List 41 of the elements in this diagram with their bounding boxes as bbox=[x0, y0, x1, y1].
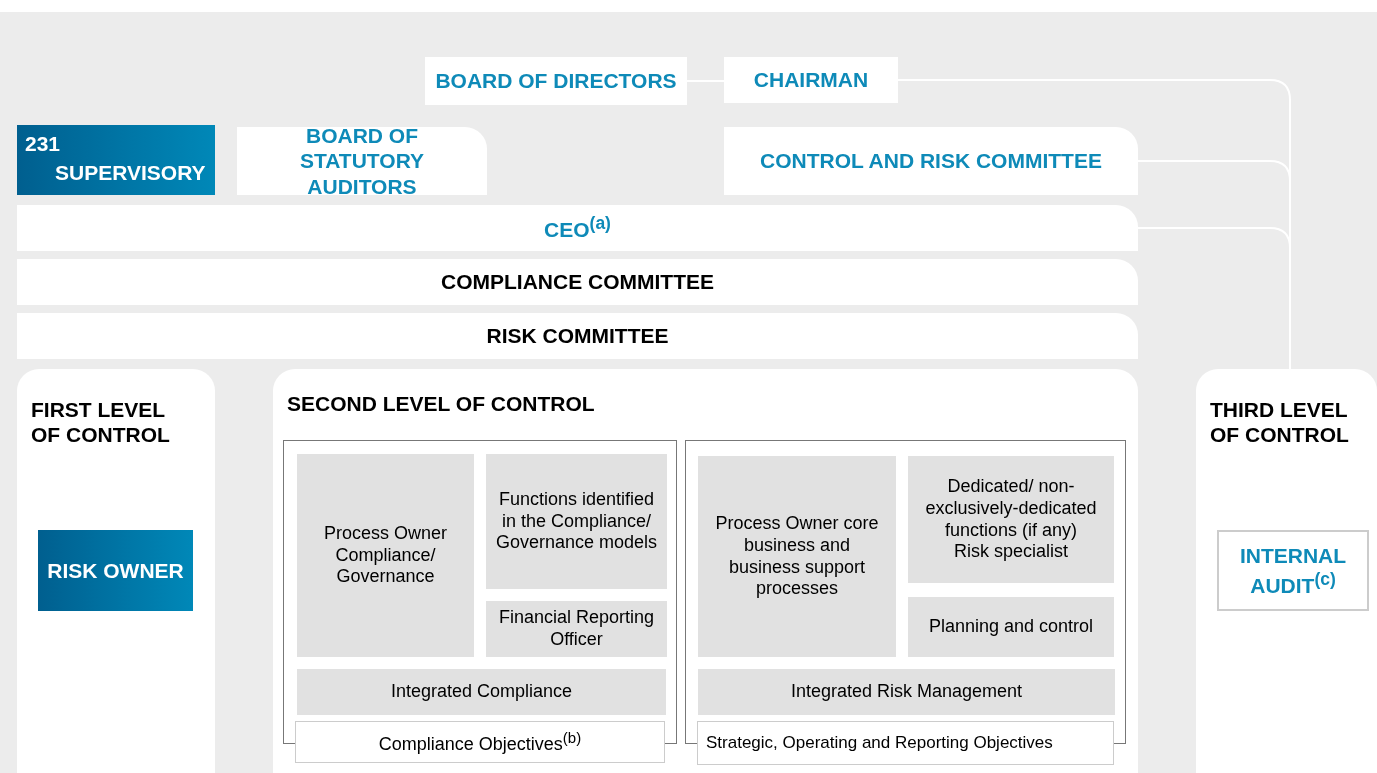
function-label: Integrated Risk Management bbox=[790, 681, 1023, 703]
function-box bbox=[486, 601, 667, 657]
level-panel bbox=[1196, 369, 1377, 773]
role-label: RISK OWNER bbox=[47, 557, 184, 584]
level-panel bbox=[17, 369, 215, 773]
level-panel bbox=[273, 369, 1138, 773]
function-box bbox=[908, 456, 1114, 583]
role-label: CEO$^{(a)}$ bbox=[544, 213, 611, 243]
function-label: Dedicated/ non-exclusively-dedicated functions (if any) bbox=[924, 476, 1098, 542]
function-box bbox=[297, 454, 474, 657]
function-label: Process Owner core business and business support processes bbox=[714, 513, 880, 600]
function-label: Planning and control bbox=[928, 616, 1094, 638]
panel-heading: THIRD LEVEL OF CONTROL bbox=[1210, 397, 1350, 448]
role-label: BOARD OF STATUTORY AUDITORS bbox=[298, 123, 426, 199]
panel-heading: SECOND LEVEL OF CONTROL bbox=[287, 391, 595, 417]
role-label: COMPLIANCE COMMITTEE bbox=[441, 269, 714, 295]
function-box bbox=[297, 669, 666, 715]
role-box bbox=[1217, 530, 1369, 611]
role-label: CONTROL AND RISK COMMITTEE bbox=[760, 148, 1102, 174]
role-label: BOARD OF DIRECTORS bbox=[435, 68, 677, 94]
role-box bbox=[38, 530, 193, 611]
function-box bbox=[698, 456, 896, 657]
role-label: CHAIRMAN bbox=[753, 67, 869, 93]
role-label: INTERNAL AUDIT$^{(c)}$ bbox=[1238, 543, 1348, 598]
role-label: SUPERVISORY bbox=[55, 160, 206, 186]
function-box bbox=[698, 669, 1115, 715]
function-label: Functions identified in the Compliance/ Governance models bbox=[494, 489, 659, 554]
function-label: Process Owner Compliance/ Governance bbox=[322, 523, 448, 588]
function-label: Strategic, Operating and Reporting Objectives bbox=[706, 732, 1053, 754]
function-label: Compliance Objectives$^{(b)}$ bbox=[378, 728, 582, 756]
objective-box bbox=[697, 721, 1114, 765]
role-label: RISK COMMITTEE bbox=[486, 323, 669, 349]
objective-box bbox=[295, 721, 665, 763]
role-box bbox=[17, 125, 215, 195]
function-box bbox=[908, 597, 1114, 657]
role-label: 231 bbox=[25, 131, 61, 157]
panel-heading: FIRST LEVEL OF CONTROL bbox=[31, 397, 171, 448]
function-label: Risk specialist bbox=[953, 541, 1069, 563]
function-label: Financial Reporting Officer bbox=[497, 607, 656, 651]
function-box bbox=[486, 454, 667, 589]
function-label: Integrated Compliance bbox=[390, 681, 573, 703]
